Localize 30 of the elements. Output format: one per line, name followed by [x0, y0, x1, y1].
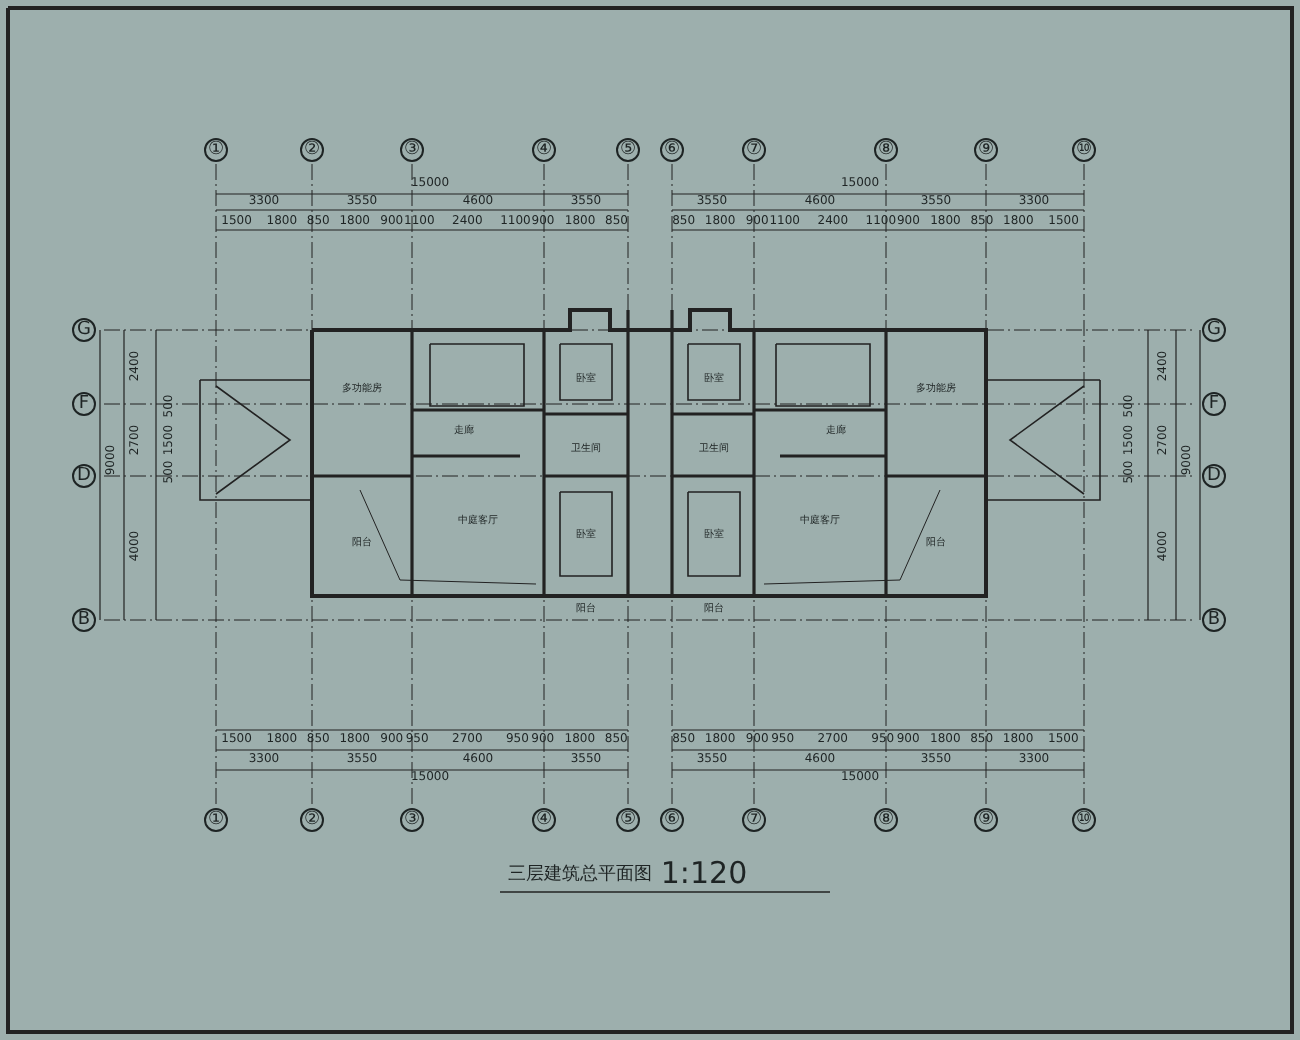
grid-axis-number: ② [300, 808, 324, 832]
grid-axis-number: ④ [532, 808, 556, 832]
grid-axis-number: ⑤ [616, 808, 640, 832]
grid-axis-number: ⑩ [1072, 138, 1096, 162]
grid-axis-number: ③ [400, 138, 424, 162]
grid-axis-letter: F [72, 392, 96, 416]
grid-axis-number: ⑨ [974, 138, 998, 162]
grid-axis-number: ⑦ [742, 138, 766, 162]
grid-axis-number: ⑥ [660, 808, 684, 832]
grid-axis-letter: G [1202, 318, 1226, 342]
grid-axis-number: ③ [400, 808, 424, 832]
grid-axis-number: ⑧ [874, 138, 898, 162]
grid-axis-number: ② [300, 138, 324, 162]
grid-axis-letter: B [72, 608, 96, 632]
grid-axis-letter: D [72, 464, 96, 488]
grid-axis-number: ⑦ [742, 808, 766, 832]
grid-axis-letter: G [72, 318, 96, 342]
grid-axis-number: ⑩ [1072, 808, 1096, 832]
grid-axis-letter: B [1202, 608, 1226, 632]
scale-label: 1:120 [660, 859, 748, 889]
grid-axis-number: ⑥ [660, 138, 684, 162]
drawing-title: 三层建筑总平面图 [508, 862, 652, 887]
grid-axis-number: ① [204, 138, 228, 162]
grid-axis-letter: F [1202, 392, 1226, 416]
grid-axis-number: ⑧ [874, 808, 898, 832]
grid-axis-number: ④ [532, 138, 556, 162]
grid-axis-letter: D [1202, 464, 1226, 488]
grid-axis-number: ① [204, 808, 228, 832]
grid-axis-number: ⑤ [616, 138, 640, 162]
grid-axis-number: ⑨ [974, 808, 998, 832]
